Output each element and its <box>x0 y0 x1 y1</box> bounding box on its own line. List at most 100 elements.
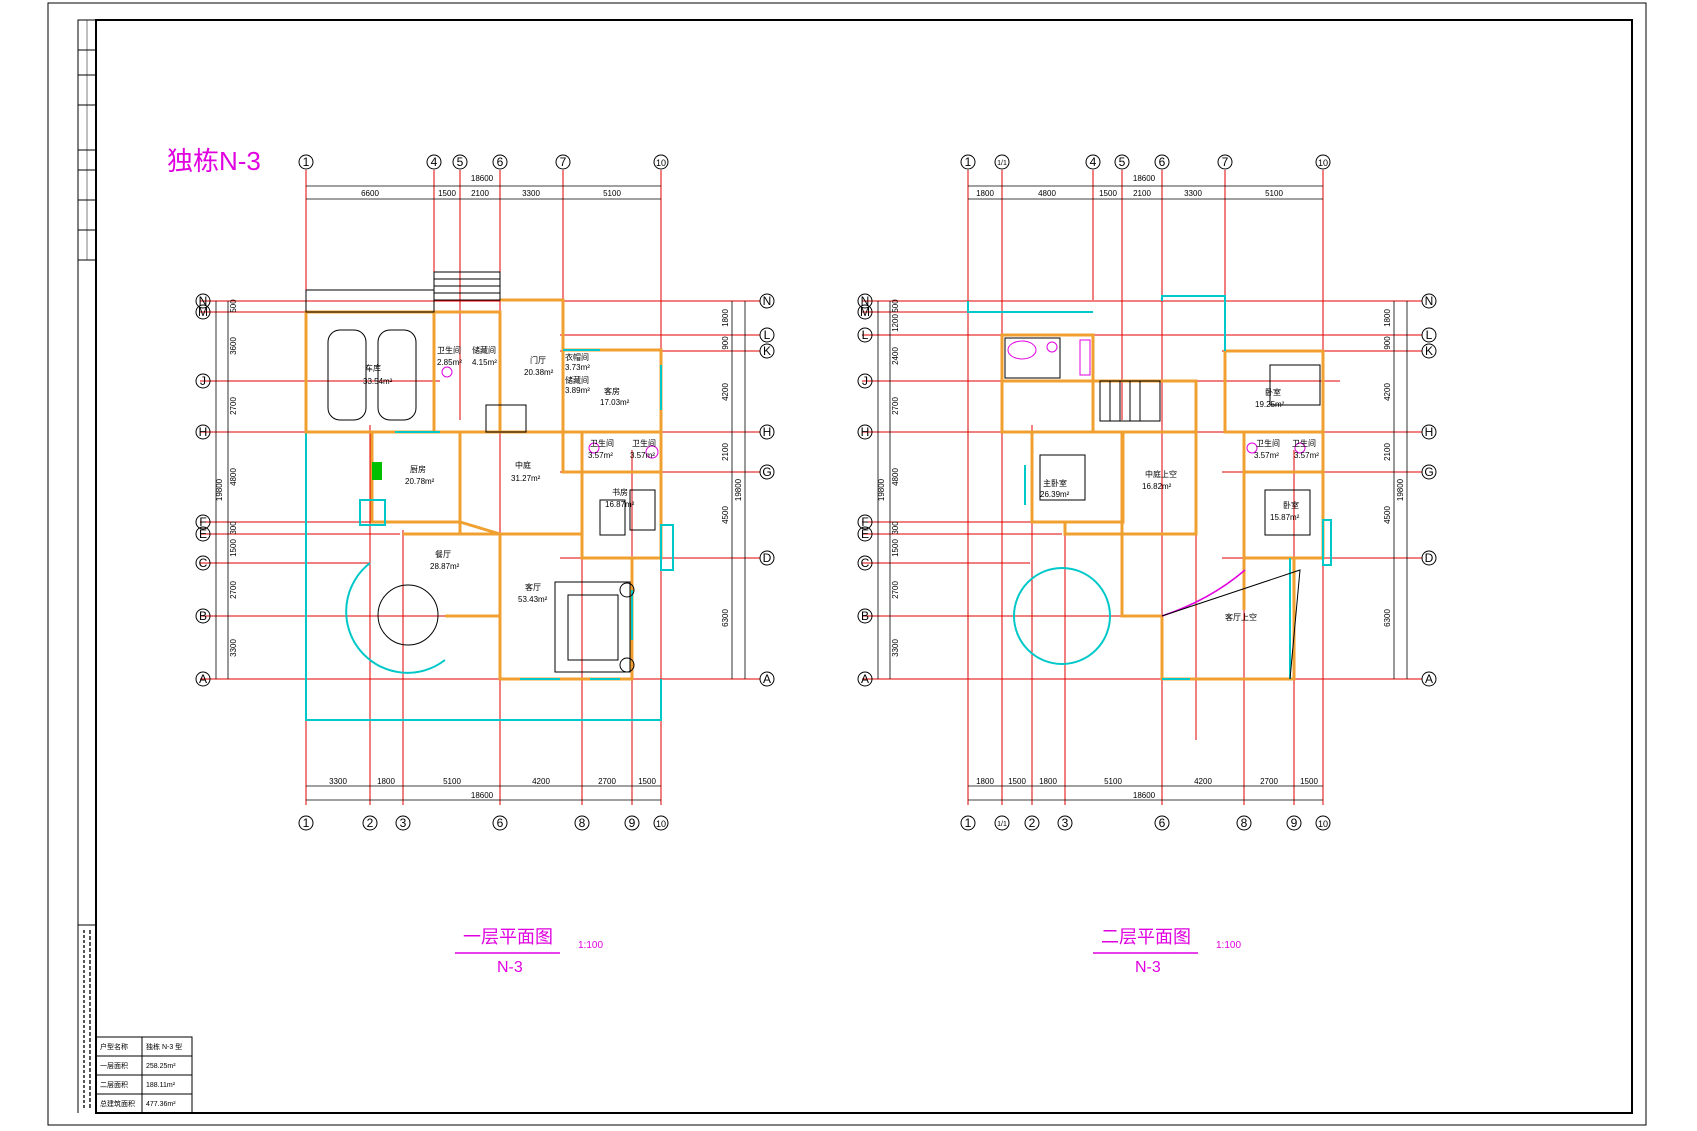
f2-right-axis-3: H <box>1425 425 1434 439</box>
f2-left-seg-8: 3300 <box>891 639 900 657</box>
f1-left-axis-2: J <box>200 374 206 388</box>
f1-left-seg-6: 2700 <box>229 581 238 599</box>
f1-top-seg-3: 3300 <box>522 189 540 198</box>
f2-left-seg-4: 4800 <box>891 468 900 486</box>
f1-room-area-0: 33.54m² <box>363 377 393 386</box>
walls <box>1000 333 1325 681</box>
f2-bottom-seg-6: 1500 <box>1300 777 1318 786</box>
f1-top-seg-4: 5100 <box>603 189 621 198</box>
f2-left-axis-0: N <box>861 294 870 308</box>
garage-cars <box>305 289 435 421</box>
bathroom-fixtures <box>1007 339 1306 454</box>
f2-left-axis-3: J <box>862 374 868 388</box>
f1-left-seg-3: 4800 <box>229 468 238 486</box>
f1-room-name-1: 卫生间 <box>437 345 461 355</box>
f1-right-axis-4: G <box>762 465 771 479</box>
f2-room-name-2: 卫生间 <box>1292 438 1316 448</box>
f2-bottom-total: 18600 <box>1133 791 1156 800</box>
f1-top-seg-0: 6600 <box>361 189 379 198</box>
f1-right-axis-0: N <box>763 294 772 308</box>
f2-room-name-4: 中庭上空 <box>1145 469 1177 479</box>
f1-room-area-2: 4.15m² <box>472 358 497 367</box>
f1-left-seg-2: 2700 <box>229 397 238 415</box>
f1-right-seg-4: 4500 <box>721 506 730 524</box>
area-table-value-1: 258.25m² <box>146 1063 176 1070</box>
f1-room-name-11: 书房 <box>612 487 628 497</box>
f1-room-name-12: 餐厅 <box>435 550 451 559</box>
f1-bottom-axis-0: 1 <box>303 816 310 830</box>
f1-room-name-9: 卫生间 <box>590 438 614 448</box>
f2-top-seg-3: 2100 <box>1133 189 1151 198</box>
f2-top-axis-2: 4 <box>1090 155 1097 169</box>
f1-left-total: 19800 <box>215 478 224 501</box>
f2-bottom-seg-3: 5100 <box>1104 777 1122 786</box>
f2-bottom-axis-7: 10 <box>1318 819 1328 829</box>
f2-bottom-axis-1: 1/1 <box>997 821 1007 828</box>
f1-left-axis-3: H <box>199 425 208 439</box>
f2-right-axis-4: G <box>1424 465 1433 479</box>
f1-room-area-1: 2.85m² <box>437 358 462 367</box>
sheet-main-title: 独栋N-3 <box>167 146 261 176</box>
title-strip <box>77 19 97 1110</box>
walls <box>304 298 663 681</box>
area-table-value-0: 独栋 N-3 型 <box>146 1042 182 1051</box>
f2-top-axis-6: 10 <box>1318 158 1328 168</box>
f1-left-axis-5: E <box>199 527 207 541</box>
f1-bottom-axis-5: 9 <box>629 816 636 830</box>
f2-room-name-0: 卧室 <box>1265 387 1281 397</box>
f2-room-area-5: 15.87m² <box>1270 513 1300 522</box>
f1-bottom-axis-2: 3 <box>400 816 407 830</box>
dimension-frame <box>877 185 1408 801</box>
f2-top-seg-2: 1500 <box>1099 189 1117 198</box>
f1-top-axis-1: 4 <box>431 155 438 169</box>
f1-bottom-seg-3: 4200 <box>532 777 550 786</box>
f2-room-area-2: 3.57m² <box>1294 451 1319 460</box>
f1-right-seg-2: 4200 <box>721 383 730 401</box>
f2-right-total: 19800 <box>1396 478 1405 501</box>
area-table-label-0: 户型名称 <box>100 1042 128 1051</box>
f1-top-axis-bubbles <box>298 154 669 170</box>
f1-plan-title: 一层平面图 <box>463 927 553 947</box>
f1-right-axis-bubbles <box>759 293 775 687</box>
f2-left-seg-5: 300 <box>891 521 900 535</box>
f2-top-axis-3: 5 <box>1119 155 1126 169</box>
f1-room-name-7: 厨房 <box>410 464 426 474</box>
f1-room-name-6: 客房 <box>604 386 620 396</box>
f1-bottom-axis-bubbles <box>298 815 669 831</box>
f2-room-name-6: 客厅上空 <box>1225 612 1257 622</box>
bathroom-fixtures <box>441 366 659 459</box>
f1-left-axis-7: B <box>199 609 207 623</box>
f1-bottom-seg-2: 5100 <box>443 777 461 786</box>
area-table-label-3: 总建筑面积 <box>100 1099 135 1108</box>
f2-left-axis-2: L <box>862 328 869 342</box>
f2-left-seg-3: 2700 <box>891 397 900 415</box>
f1-room-area-4: 3.73m² <box>565 363 590 372</box>
f2-bottom-axis-3: 3 <box>1062 816 1069 830</box>
f1-room-name-13: 客厅 <box>525 582 541 592</box>
f2-right-axis-1: L <box>1426 328 1433 342</box>
f2-right-seg-4: 4500 <box>1383 506 1392 524</box>
f1-room-area-5: 3.89m² <box>565 386 590 395</box>
axis-grid <box>200 170 760 805</box>
f2-room-area-0: 19.25m² <box>1255 400 1285 409</box>
f2-top-seg-0: 1800 <box>976 189 994 198</box>
f2-right-seg-5: 6300 <box>1383 609 1392 627</box>
area-table: 户型名称 独栋 N-3 型 一层面积 258.25m² 二层面积 188.11m… <box>95 1036 193 1114</box>
f2-right-seg-0: 1800 <box>1383 309 1392 327</box>
f1-bottom-axis-1: 2 <box>367 816 374 830</box>
kitchen-counter <box>372 462 382 480</box>
f1-left-axis-0: N <box>199 294 208 308</box>
f2-left-axis-6: E <box>861 527 869 541</box>
stairs <box>433 271 527 433</box>
f2-bottom-seg-1: 1500 <box>1008 777 1026 786</box>
f1-top-seg-1: 1500 <box>438 189 456 198</box>
f1-room-area-3: 20.38m² <box>524 368 554 377</box>
f1-room-name-0: 车库 <box>365 363 381 373</box>
f2-left-axis-bubbles <box>857 293 873 687</box>
f2-right-axis-2: K <box>1425 344 1433 358</box>
f2-room-name-5: 卧室 <box>1283 500 1299 510</box>
f2-left-axis-9: A <box>861 672 869 686</box>
f2-left-axis-7: C <box>861 556 870 570</box>
stairs <box>1099 380 1301 680</box>
f2-room-area-1: 3.57m² <box>1254 451 1279 460</box>
